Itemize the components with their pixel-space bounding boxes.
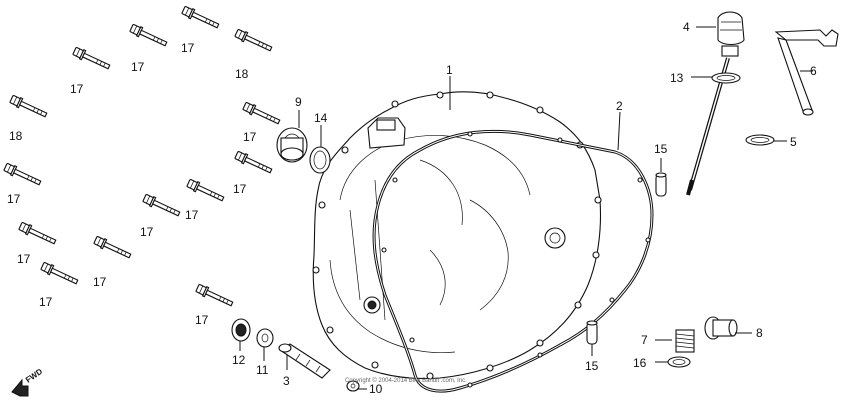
bolt-17-j[interactable]: [92, 234, 133, 262]
bolt-18-a[interactable]: [233, 27, 274, 55]
plug[interactable]: [704, 316, 738, 340]
callout-17-g: 17: [185, 208, 199, 222]
oil-filler-cap-dipstick[interactable]: [686, 11, 745, 196]
bolt-17-c[interactable]: [180, 4, 221, 32]
bolt-17-k[interactable]: [39, 260, 80, 288]
fwd-label: FWD: [24, 367, 44, 385]
callout-17-j: 17: [93, 275, 107, 289]
cover-bolt-holes: [312, 91, 602, 380]
o-ring-13[interactable]: [711, 72, 741, 84]
callout-17-e: 17: [7, 192, 21, 206]
washer-11[interactable]: [256, 328, 274, 348]
callout-16: 16: [633, 356, 647, 370]
callout-2: 2: [616, 99, 623, 113]
callout-15-top: 15: [654, 142, 668, 156]
callout-18-b: 18: [9, 129, 23, 143]
callout-17-k: 17: [39, 295, 53, 309]
dowel-pin-15-bottom[interactable]: [586, 320, 598, 345]
bolt-17-f[interactable]: [233, 149, 274, 177]
cap[interactable]: [276, 127, 308, 163]
callout-17-f: 17: [233, 182, 247, 196]
callout-17-b: 17: [131, 60, 145, 74]
callout-4: 4: [683, 20, 690, 34]
seal[interactable]: [231, 318, 251, 342]
callout-11: 11: [256, 363, 269, 377]
callout-3: 3: [283, 374, 290, 388]
callout-17-i: 17: [17, 252, 31, 266]
crankcase-cover[interactable]: [312, 91, 602, 380]
callout-14: 14: [314, 111, 328, 125]
callout-12: 12: [232, 353, 246, 367]
callout-17-a: 17: [70, 82, 84, 96]
washer-10[interactable]: [346, 380, 360, 392]
bolt-17-l[interactable]: [194, 282, 235, 310]
spring[interactable]: [675, 329, 695, 353]
callout-9: 9: [295, 95, 302, 109]
callout-5: 5: [790, 135, 797, 149]
callout-1: 1: [446, 63, 453, 77]
bolt-18-b[interactable]: [8, 93, 49, 121]
o-ring-14[interactable]: [309, 146, 331, 174]
callout-10: 10: [369, 382, 383, 396]
o-ring-16[interactable]: [667, 356, 691, 368]
callout-13: 13: [670, 71, 684, 85]
callout-17-h: 17: [140, 225, 154, 239]
bolt-17-i[interactable]: [17, 220, 58, 248]
bolt-17-b[interactable]: [128, 22, 169, 50]
o-ring-5[interactable]: [745, 134, 775, 146]
bolt-17-a[interactable]: [71, 45, 112, 73]
callout-7: 7: [641, 333, 648, 347]
bolt-17-d[interactable]: [241, 100, 282, 128]
shaft[interactable]: [278, 343, 331, 379]
callout-17-c: 17: [181, 41, 195, 55]
callout-8: 8: [756, 326, 763, 340]
callout-18-a: 18: [235, 67, 249, 81]
callout-15-bottom: 15: [585, 359, 599, 373]
bolt-17-h[interactable]: [141, 192, 182, 220]
callout-6: 6: [810, 64, 817, 78]
fwd-arrow: FWD: [11, 367, 44, 397]
cover-gasket[interactable]: [372, 129, 654, 393]
dowel-pin-15-top[interactable]: [655, 172, 667, 197]
pipe[interactable]: [774, 29, 839, 116]
callout-labels: 1 2 3 4 5 6 7 8 9 10 11 12 13 14 15 15 1…: [7, 20, 817, 396]
bolt-17-e[interactable]: [2, 161, 43, 189]
callout-17-l: 17: [195, 313, 209, 327]
copyright-text: Copyright © 2004-2014 Bike Bandit .com, …: [345, 377, 467, 384]
bolt-17-g[interactable]: [185, 177, 226, 205]
leader-lines: [239, 26, 813, 390]
callout-17-d: 17: [243, 130, 257, 144]
gasket-holes: [381, 131, 651, 388]
